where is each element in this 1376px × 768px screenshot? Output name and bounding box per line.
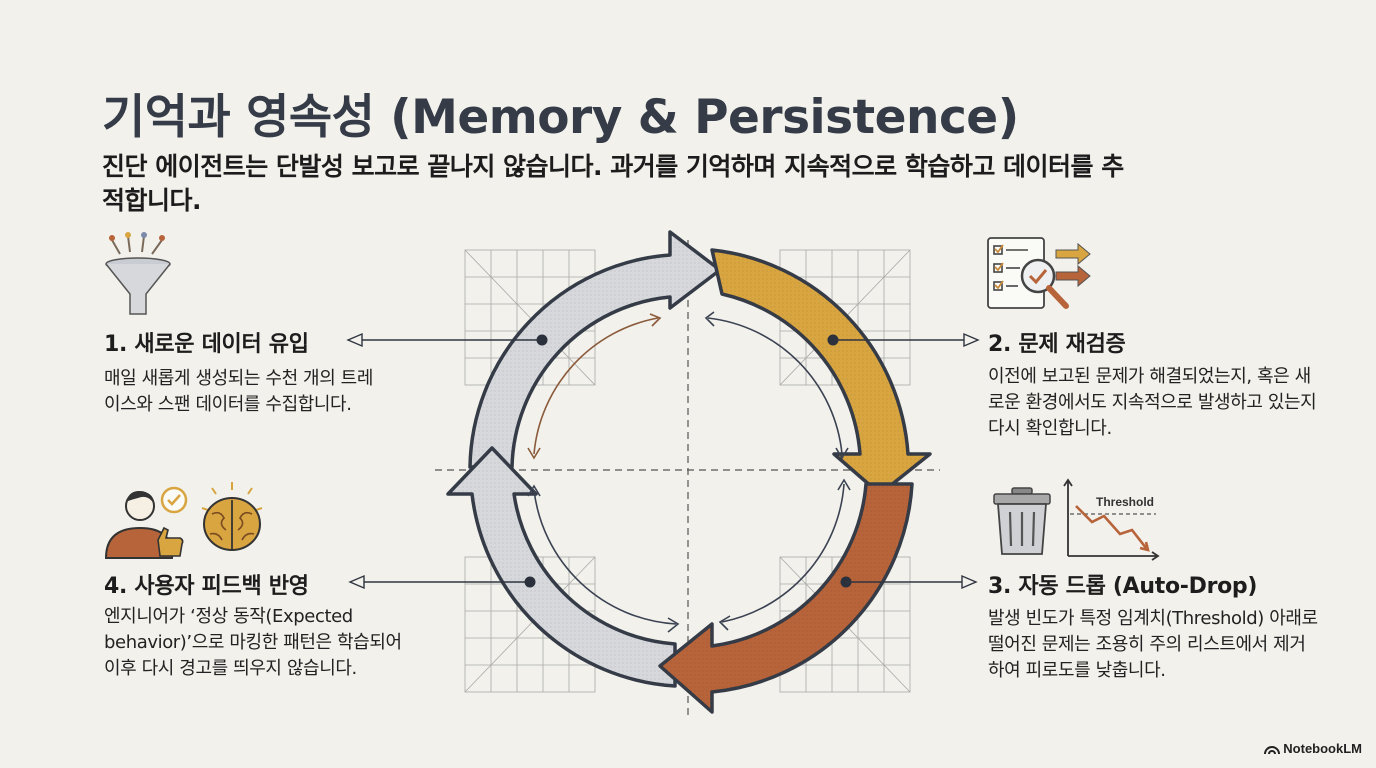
step-1-title: 1. 새로운 데이터 유입 bbox=[104, 332, 309, 357]
notebooklm-logo-icon bbox=[1264, 746, 1281, 755]
step-2-description: 이전에 보고된 문제가 해결되었는지, 혹은 새로운 환경에서도 지속적으로 발… bbox=[988, 366, 1317, 439]
step-4-title: 4. 사용자 피드백 반영 bbox=[104, 574, 309, 599]
notebooklm-brand: NotebookLM bbox=[1264, 741, 1362, 756]
checklist-magnifier-icon bbox=[987, 237, 1091, 309]
step-3-description: 발생 빈도가 특정 임계치(Threshold) 아래로 떨어진 문제는 조용히… bbox=[988, 608, 1318, 681]
cycle-diagram bbox=[435, 230, 940, 718]
threshold-label: Threshold bbox=[1096, 495, 1155, 509]
threshold-chart-icon bbox=[1063, 478, 1160, 561]
step-3-title: 3. 자동 드롭 (Auto-Drop) bbox=[988, 574, 1258, 599]
step-2-title: 2. 문제 재검증 bbox=[988, 332, 1126, 357]
inner-arrow-gray-tr bbox=[707, 317, 843, 455]
page-subtitle: 진단 에이전트는 단발성 보고로 끝나지 않습니다. 과거를 기억하며 지속적으… bbox=[102, 152, 1124, 215]
inner-arrow-gray-bl bbox=[533, 489, 677, 625]
user-feedback-brain-icon bbox=[104, 482, 263, 559]
inner-arrow-gray-br bbox=[721, 483, 845, 623]
trash-can-icon bbox=[993, 487, 1051, 555]
funnel-icon bbox=[105, 232, 171, 315]
page-title: 기억과 영속성 (Memory & Persistence) bbox=[102, 90, 1019, 145]
inner-arrow-brown-tl bbox=[533, 317, 659, 455]
step-4-description: 엔지니어가 ‘정상 동작(Expected behavior)’으로 마킹한 패… bbox=[104, 606, 402, 679]
step-1-description: 매일 새롭게 생성되는 수천 개의 트레이스와 스팬 데이터를 수집합니다. bbox=[104, 368, 374, 415]
